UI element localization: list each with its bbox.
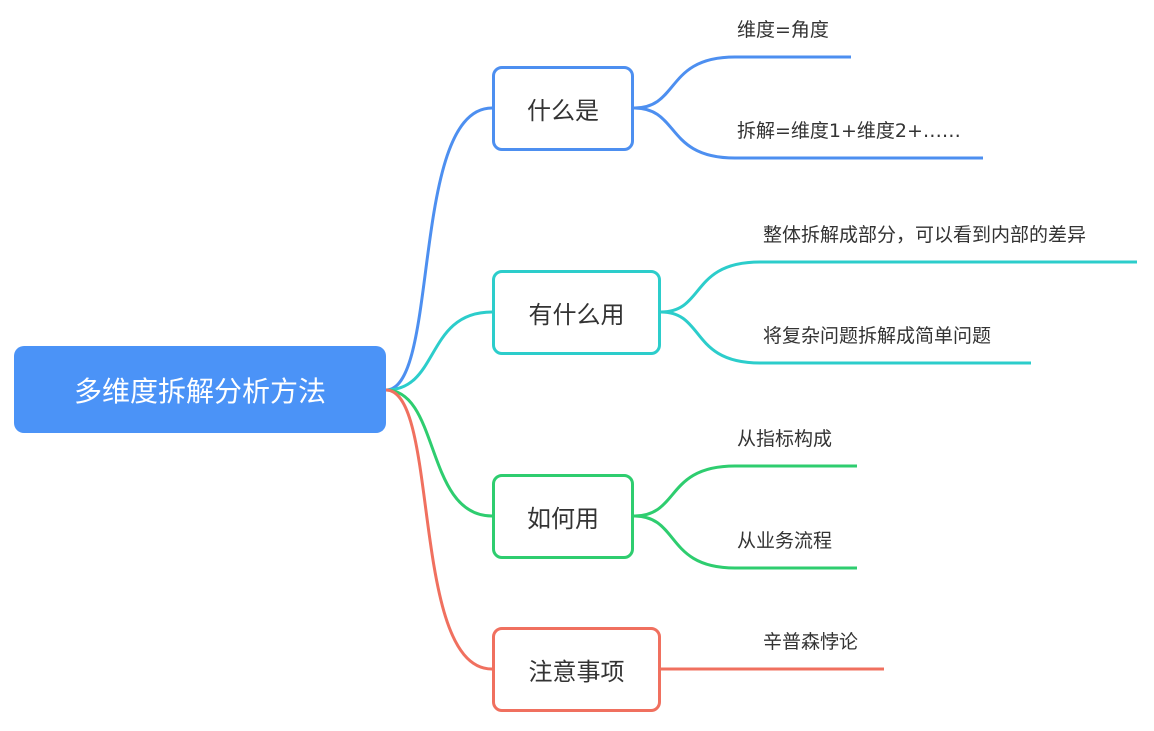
branch-node-notes[interactable]: 注意事项 bbox=[492, 627, 661, 712]
connector-how-leaf-1 bbox=[633, 464, 857, 518]
leaf-node-how-1[interactable]: 从指标构成 bbox=[737, 428, 833, 450]
root-node[interactable]: 多维度拆解分析方法 bbox=[14, 346, 386, 433]
leaf-node-use-2[interactable]: 将复杂问题拆解成简单问题 bbox=[763, 325, 992, 347]
connector-use-leaf-1 bbox=[660, 260, 1137, 314]
branch-node-what-label: 什么是 bbox=[527, 97, 599, 125]
branch-node-how-label: 如何用 bbox=[527, 505, 599, 533]
branch-node-what[interactable]: 什么是 bbox=[492, 66, 634, 151]
connector-root-use bbox=[385, 310, 493, 392]
root-node-label: 多维度拆解分析方法 bbox=[73, 374, 326, 408]
leaf-node-how-2[interactable]: 从业务流程 bbox=[737, 530, 833, 552]
branch-node-use[interactable]: 有什么用 bbox=[492, 270, 661, 355]
connector-root-how bbox=[385, 388, 493, 518]
leaf-node-what-1[interactable]: 维度=角度 bbox=[737, 19, 829, 41]
connector-what-leaf-1 bbox=[633, 55, 851, 110]
leaf-node-use-1[interactable]: 整体拆解成部分，可以看到内部的差异 bbox=[763, 224, 1087, 246]
connector-what-leaf-2 bbox=[633, 106, 983, 160]
connector-root-notes bbox=[385, 388, 493, 671]
connector-use-leaf-2 bbox=[660, 310, 1031, 365]
branch-node-how[interactable]: 如何用 bbox=[492, 474, 634, 559]
connector-how-leaf-2 bbox=[633, 514, 857, 570]
leaf-node-notes-1[interactable]: 辛普森悖论 bbox=[763, 631, 859, 653]
branch-node-use-label: 有什么用 bbox=[528, 301, 625, 329]
branch-node-notes-label: 注意事项 bbox=[528, 658, 625, 686]
leaf-node-what-2[interactable]: 拆解=维度1+维度2+…… bbox=[737, 120, 961, 142]
connector-root-what bbox=[385, 106, 493, 392]
